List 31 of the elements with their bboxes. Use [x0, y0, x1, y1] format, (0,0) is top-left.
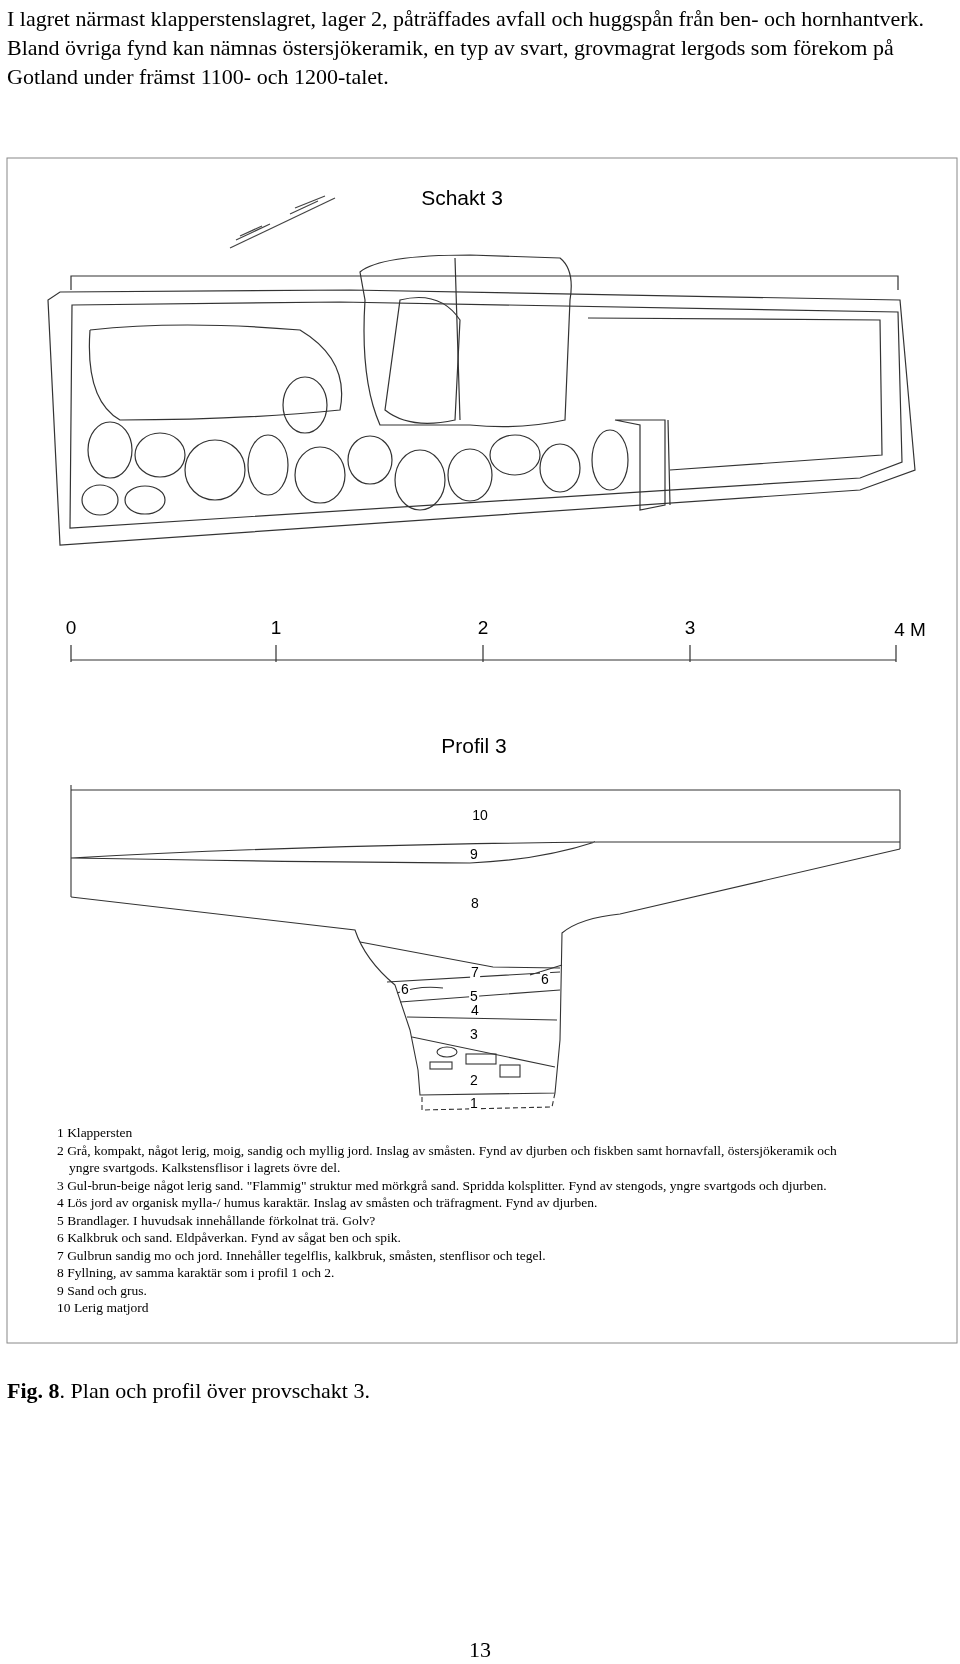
- drawing-title: Profil 3: [441, 734, 507, 758]
- key-entry: 3 Gul-brun-beige något lerig sand. "Flammig" struktur med mörkgrå sand. Spridda kolsplitter. Fynd av stengods, yngre svartgods och djurben.: [57, 1176, 828, 1194]
- key-entry: 10 Lerig matjord: [57, 1299, 150, 1317]
- scale-label: 0: [65, 617, 77, 639]
- layer-number: 6: [540, 972, 550, 986]
- key-entry: 5 Brandlager. I huvudsak innehållande förkolnat trä. Golv?: [57, 1211, 377, 1229]
- scale-label: 4 M: [894, 619, 926, 641]
- layer-number: 4: [470, 1003, 480, 1017]
- scale-label: 2: [477, 617, 489, 639]
- layer-number: 10: [471, 808, 489, 822]
- key-entry: 7 Gulbrun sandig mo och jord. Innehåller tegelflis, kalkbruk, småsten, stenflisor och tegel.: [57, 1246, 547, 1264]
- key-entry: 2 Grå, kompakt, något lerig, moig, sandig och myllig jord. Inslag av småsten. Fynd av djurben och fiskben samt hornavfall, östersjökeramik och yngre svartgods. Kalkstensflisor i lagrets övre del.: [57, 1141, 838, 1177]
- layer-number: 7: [470, 965, 480, 979]
- figure-caption: Fig. 8. Plan och profil över provschakt 3.: [7, 1378, 370, 1404]
- page-number: 13: [469, 1637, 491, 1663]
- layer-number: 9: [469, 847, 479, 861]
- layer-number: 2: [469, 1073, 479, 1087]
- layer-number: 3: [469, 1027, 479, 1041]
- body-paragraph: I lagret närmast klapperstenslagret, lager 2, påträffades avfall och huggspån från ben- och hornhantverk. Bland övriga fynd kan nämnas östersjökeramik, en typ av svart, grovmagrat lergods som förekom på Gotland under främst 1100- och 1200-talet.: [7, 5, 926, 91]
- key-entry: 4 Lös jord av organisk mylla-/ humus karaktär. Inslag av småsten och träfragment. Fynd av djurben.: [57, 1194, 599, 1212]
- scale-label: 1: [270, 617, 282, 639]
- drawing-title: Schakt 3: [421, 186, 503, 210]
- layer-number: 6: [400, 982, 410, 996]
- layer-number: 1: [469, 1096, 479, 1110]
- layer-number: 8: [470, 896, 480, 910]
- scale-label: 3: [684, 617, 696, 639]
- key-entry: 6 Kalkbruk och sand. Eldpåverkan. Fynd av sågat ben och spik.: [57, 1229, 402, 1247]
- layer-number: 5: [469, 989, 479, 1003]
- key-entry: 1 Klappersten: [57, 1124, 134, 1142]
- key-entry: 8 Fyllning, av samma karaktär som i profil 1 och 2.: [57, 1264, 336, 1282]
- key-entry: 9 Sand och grus.: [57, 1281, 148, 1299]
